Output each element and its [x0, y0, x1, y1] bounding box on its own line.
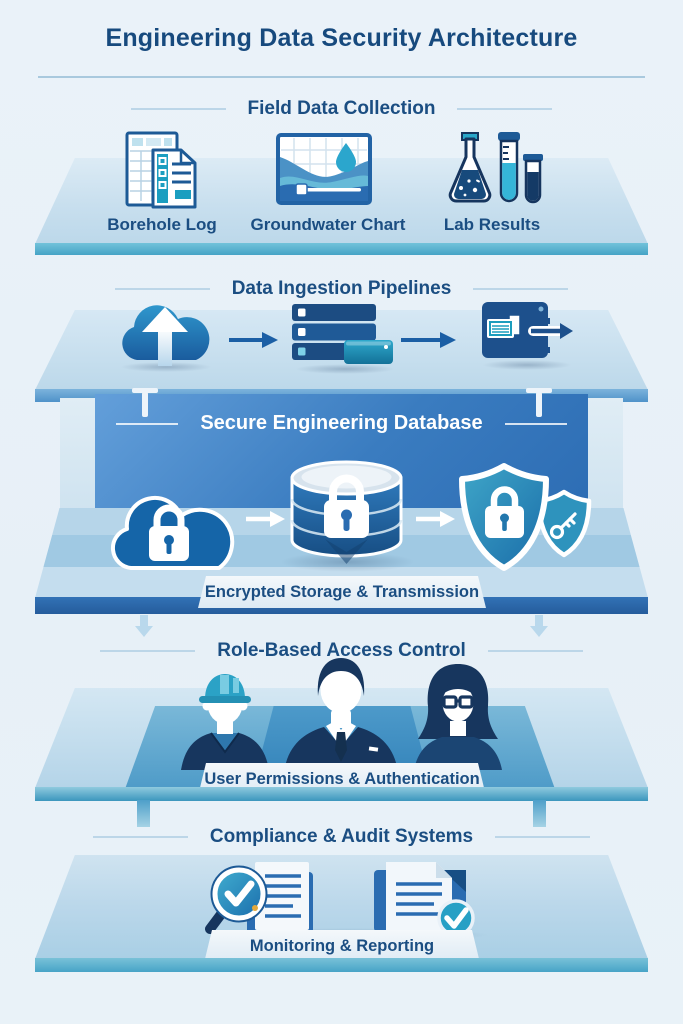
- groundwater-chart-icon: [276, 133, 372, 205]
- section-header-secure-database: Secure Engineering Database: [0, 412, 683, 435]
- icon-shadow: [295, 364, 395, 374]
- arrow-right-icon: [246, 511, 285, 527]
- connector-pillar: [536, 392, 542, 417]
- section-header-data-ingestion: Data Ingestion Pipelines: [0, 278, 683, 300]
- shield-key-icon: [536, 489, 592, 558]
- page-title: Engineering Data Security Architecture: [105, 24, 578, 52]
- header-flank-line: [504, 422, 567, 425]
- section-header-access-control: Role-Based Access Control: [0, 640, 683, 662]
- banner-text: User Permissions & Authentication: [204, 770, 480, 788]
- connector-peg: [137, 800, 150, 827]
- section-header-text: Role-Based Access Control: [217, 640, 466, 661]
- header-flank-line: [114, 288, 210, 290]
- database-side-wall: [587, 398, 623, 510]
- connector-pillar: [132, 388, 158, 393]
- flow-down-arrow: [135, 626, 153, 637]
- manager-user-icon: [284, 658, 398, 772]
- arrow-right-icon: [416, 511, 455, 527]
- banner-text: Encrypted Storage & Transmission: [204, 582, 480, 601]
- banner-monitoring: Monitoring & Reporting: [204, 930, 480, 963]
- data-export-icon: [482, 302, 573, 358]
- item-label: Lab Results: [443, 215, 541, 234]
- header-flank-line: [130, 108, 226, 110]
- section-header-text: Secure Engineering Database: [200, 412, 483, 434]
- icon-shadow: [482, 360, 572, 370]
- database-lock-icon: [290, 460, 403, 564]
- platform-field-data-edge: [35, 243, 648, 255]
- lab-results-icon: [448, 132, 543, 204]
- database-side-wall: [60, 398, 96, 510]
- banner-encrypted-storage: Encrypted Storage & Transmission: [198, 576, 486, 608]
- title-divider: [38, 76, 645, 78]
- server-stack-icon: [292, 304, 393, 364]
- analyst-user-icon: [414, 664, 502, 770]
- flow-down-arrow: [530, 626, 548, 637]
- item-label: Borehole Log: [107, 215, 217, 234]
- shield-lock-icon: [459, 463, 592, 571]
- header-flank-line: [116, 422, 179, 425]
- icon-shadow: [120, 362, 212, 372]
- header-flank-line: [473, 288, 569, 290]
- connector-peg: [533, 800, 546, 827]
- borehole-log-icon: [125, 131, 197, 209]
- section-header-text: Data Ingestion Pipelines: [231, 278, 452, 299]
- report-check-icon: [374, 862, 475, 937]
- flow-down-arrow: [140, 615, 148, 626]
- audit-search-icon: [205, 862, 313, 936]
- section-header-text: Compliance & Audit Systems: [209, 826, 474, 847]
- engineer-user-icon: [181, 674, 269, 770]
- arrow-right-icon: [229, 332, 278, 348]
- header-flank-line: [92, 836, 188, 838]
- section-header-compliance: Compliance & Audit Systems: [0, 826, 683, 848]
- header-flank-line: [495, 836, 591, 838]
- item-label: Groundwater Chart: [250, 215, 406, 234]
- header-flank-line: [100, 650, 196, 652]
- cloud-upload-icon: [122, 305, 210, 366]
- connector-pillar: [142, 392, 148, 417]
- section-header-field-data-collection: Field Data Collection: [0, 98, 683, 120]
- connector-pillar: [526, 388, 552, 393]
- platform-access-control-edge: [35, 787, 648, 801]
- section-header-text: Field Data Collection: [247, 98, 436, 119]
- banner-text: Monitoring & Reporting: [249, 937, 435, 955]
- header-flank-line: [487, 650, 583, 652]
- header-flank-line: [457, 108, 553, 110]
- flow-down-arrow: [535, 615, 543, 626]
- arrow-right-icon: [401, 332, 456, 348]
- platform-compliance-edge: [35, 958, 648, 972]
- cloud-lock-icon: [110, 495, 235, 570]
